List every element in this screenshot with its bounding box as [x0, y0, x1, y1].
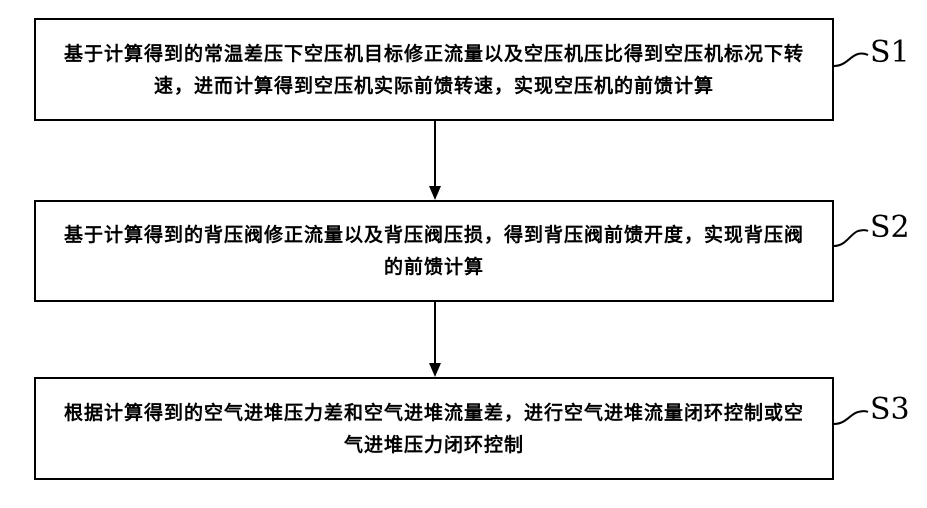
step-box-s1: 基于计算得到的常温差压下空压机目标修正流量以及空压机压比得到空压机标况下转速，进…	[34, 18, 834, 121]
leader-s2	[834, 230, 868, 246]
step-text-s2: 基于计算得到的背压阀修正流量以及背压阀压损，得到背压阀前馈开度，实现背压阀的前馈…	[58, 219, 810, 283]
step-box-s3: 根据计算得到的空气进堆压力差和空气进堆流量差，进行空气进堆流量闭环控制或空气进堆…	[34, 377, 834, 480]
step-label-s3: S3	[870, 395, 910, 425]
step-label-s2: S2	[870, 213, 910, 243]
arrowhead-s2-to-s3	[429, 363, 441, 377]
arrowhead-s1-to-s2	[429, 186, 441, 200]
step-text-s3: 根据计算得到的空气进堆压力差和空气进堆流量差，进行空气进堆流量闭环控制或空气进堆…	[58, 397, 810, 461]
leader-s3	[834, 411, 868, 424]
leader-s1	[834, 54, 868, 66]
step-label-s1: S1	[870, 38, 910, 68]
step-box-s2: 基于计算得到的背压阀修正流量以及背压阀压损，得到背压阀前馈开度，实现背压阀的前馈…	[34, 200, 834, 302]
step-text-s1: 基于计算得到的常温差压下空压机目标修正流量以及空压机压比得到空压机标况下转速，进…	[58, 38, 810, 102]
